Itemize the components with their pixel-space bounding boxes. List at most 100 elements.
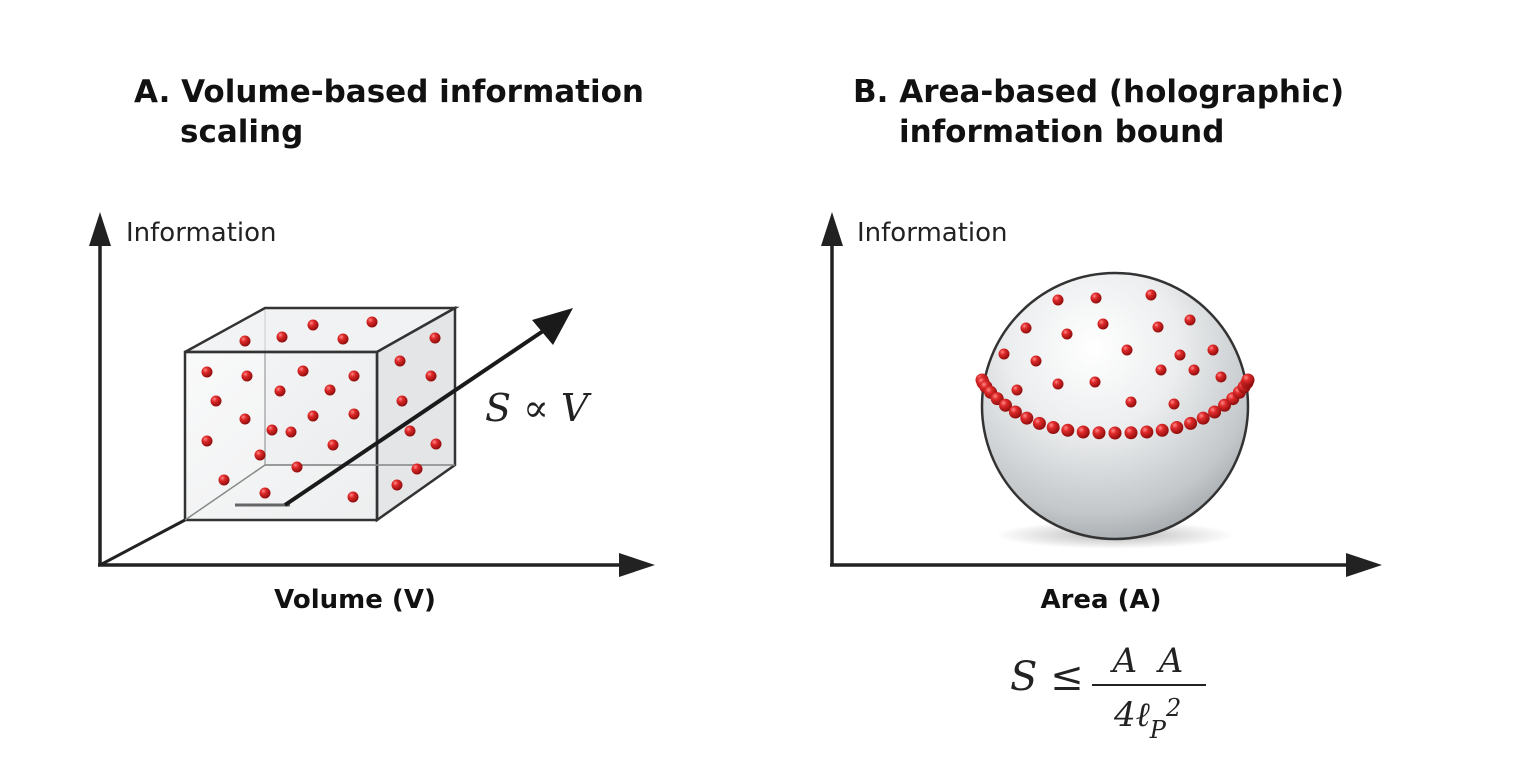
cube-dot	[348, 408, 360, 420]
sphere-dot	[1030, 355, 1042, 367]
cube-dot	[254, 449, 266, 461]
panel-b: Information Area (A) S ≤ A A 4ℓP2	[821, 212, 1382, 744]
cube-dot	[347, 491, 359, 503]
formula-lhs: S ≤	[1010, 654, 1084, 700]
cube-dot	[307, 319, 319, 331]
cube-dot	[276, 331, 288, 343]
cube-dot	[266, 424, 278, 436]
sphere-dot	[1097, 318, 1109, 330]
cube-dot	[210, 395, 222, 407]
y-axis-label: Information	[126, 218, 277, 248]
equator-bead	[1208, 405, 1222, 419]
sphere-dot	[1168, 398, 1180, 410]
cube	[183, 305, 460, 523]
sphere-dot	[1188, 364, 1200, 376]
sphere-dot	[1020, 322, 1032, 334]
sphere-dot	[1089, 376, 1101, 388]
sphere-dot	[1215, 371, 1227, 383]
sphere-dot	[1052, 294, 1064, 306]
sphere-dot	[1145, 289, 1157, 301]
cube-dots	[201, 316, 442, 503]
cube-dot	[239, 335, 251, 347]
cube-dot	[241, 370, 253, 382]
equator-bead	[1140, 425, 1154, 439]
sphere-dot	[1174, 349, 1186, 361]
cube-dot	[307, 410, 319, 422]
cube-dot	[201, 435, 213, 447]
cube-dot	[337, 333, 349, 345]
x-axis-arrow	[1346, 553, 1382, 577]
equator-bead	[999, 398, 1012, 412]
formula-denominator-base: 4ℓ	[1113, 695, 1150, 735]
panel-b-title: B. Area-based (holographic) information …	[853, 72, 1344, 152]
cube-dot	[396, 395, 408, 407]
panel-a: S ∝ V Information Volume (V)	[89, 212, 655, 615]
cube-dot	[259, 487, 271, 499]
equator-bead	[1241, 373, 1255, 387]
equator-bead	[1061, 423, 1075, 437]
panel-a-title-line2: scaling	[180, 114, 304, 150]
sphere-dot	[1052, 378, 1064, 390]
panel-b-title-line2: information bound	[899, 114, 1225, 150]
equator-bead	[1032, 416, 1046, 430]
relation-label: S ∝ V	[485, 386, 592, 430]
equator-bead	[1170, 421, 1184, 434]
equator-bead	[1092, 426, 1106, 440]
cube-dot	[394, 355, 406, 367]
panel-b-title-line1: B. Area-based (holographic)	[853, 74, 1345, 110]
formula-denominator-sup: 2	[1165, 694, 1181, 722]
equator-bead	[1124, 426, 1138, 440]
cube-dot	[391, 479, 403, 491]
cube-dot	[348, 370, 360, 382]
y-axis-arrow	[821, 212, 843, 246]
sphere-dot	[1155, 364, 1167, 376]
cube-dot	[429, 332, 441, 344]
cube-dot	[285, 426, 297, 438]
equator-bead	[1108, 426, 1122, 440]
y-axis-label: Information	[857, 218, 1008, 248]
trend-arrowhead	[532, 308, 573, 345]
cube-dot	[324, 384, 336, 396]
cube-dot	[366, 316, 378, 328]
sphere-dot	[998, 348, 1010, 360]
cube-dot	[430, 438, 442, 450]
cube-dot	[327, 439, 339, 451]
cube-dot	[239, 413, 251, 425]
y-axis-arrow	[89, 212, 111, 246]
sphere-dots	[998, 289, 1227, 410]
cube-dot	[218, 474, 230, 486]
panel-a-title-line1: A. Volume-based information	[134, 74, 644, 110]
formula-denominator-sub: P	[1149, 716, 1167, 744]
x-axis-label: Area (A)	[1040, 585, 1161, 615]
sphere-dot	[1011, 384, 1023, 396]
cube-dot	[291, 461, 303, 473]
equator-bead	[1155, 423, 1169, 437]
equator-bead	[1196, 411, 1210, 425]
cube-dot	[411, 463, 423, 475]
sphere-dot	[1090, 292, 1102, 304]
formula-numerator: A A	[1110, 641, 1184, 681]
cube-front-face	[183, 350, 379, 522]
equator-bead	[1184, 416, 1198, 430]
sphere-dot	[1207, 344, 1219, 356]
panel-a-title: A. Volume-based information scaling	[134, 72, 644, 152]
sphere-dot	[1121, 344, 1133, 356]
x-axis-arrow	[619, 553, 655, 577]
equator-bead	[1008, 405, 1022, 419]
cube-dot	[297, 365, 309, 377]
cube-dot	[425, 370, 437, 382]
depth-axis	[99, 518, 186, 567]
sphere-dot	[1061, 328, 1073, 340]
sphere-dot	[1184, 314, 1196, 326]
x-axis-label: Volume (V)	[274, 585, 436, 615]
equator-bead	[1046, 421, 1060, 434]
cube-hidden-edge	[184, 464, 266, 521]
equator-beads	[975, 373, 1255, 440]
sphere-dot	[1152, 321, 1164, 333]
cube-dot	[404, 425, 416, 437]
bound-formula: S ≤ A A 4ℓP2	[1010, 641, 1206, 744]
sphere-dot	[1125, 396, 1137, 408]
trend-line	[283, 323, 554, 507]
cube-dot	[274, 385, 286, 397]
